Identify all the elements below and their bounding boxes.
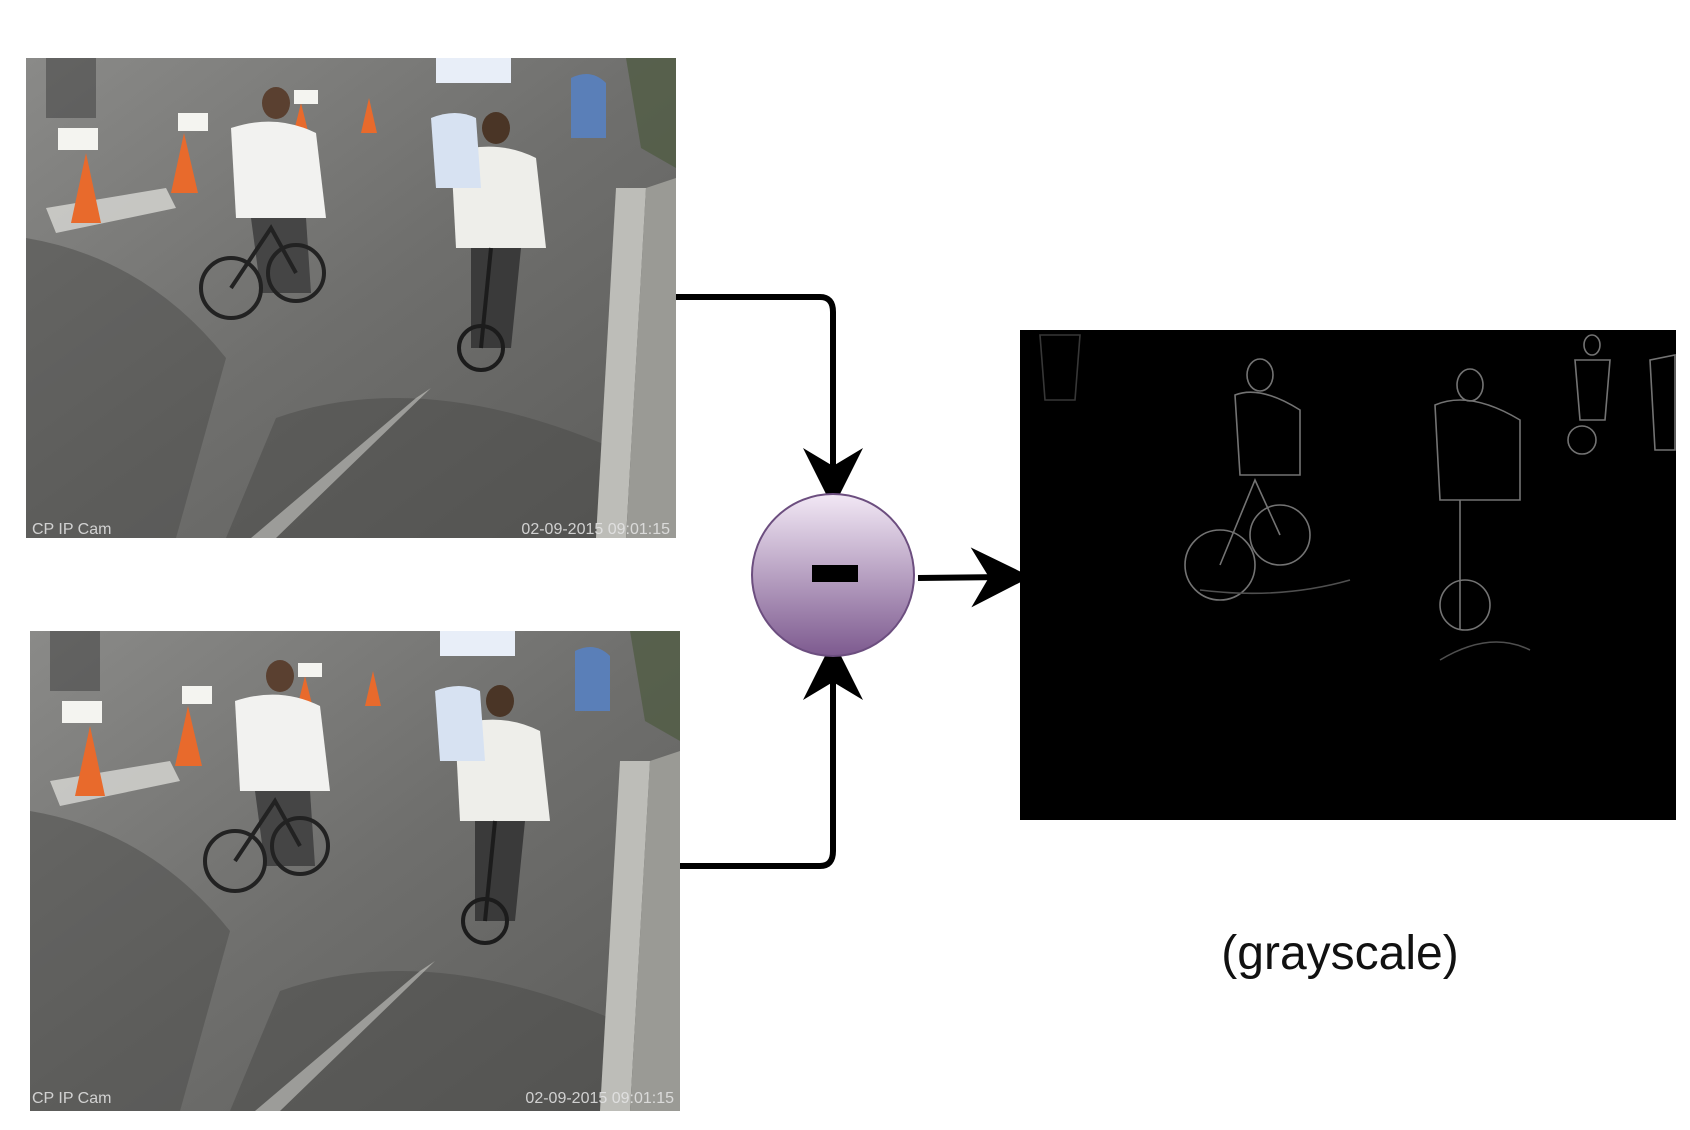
output-difference-image bbox=[1020, 330, 1676, 820]
camera-label: CP IP Cam bbox=[32, 521, 111, 538]
input-frame-bottom: CP IP Cam 02-09-2015 09:01:15 bbox=[28, 629, 682, 1113]
connector-top bbox=[676, 294, 863, 508]
minus-icon bbox=[812, 565, 858, 582]
connector-output bbox=[917, 547, 1031, 608]
connector-bottom bbox=[680, 640, 863, 869]
frame-timestamp: 02-09-2015 09:01:15 bbox=[525, 1090, 674, 1107]
camera-label: CP IP Cam bbox=[32, 1090, 111, 1107]
output-caption: (grayscale) bbox=[1221, 927, 1459, 980]
subtract-operator bbox=[751, 493, 915, 657]
frame-timestamp: 02-09-2015 09:01:15 bbox=[521, 521, 670, 538]
input-frame-top: CP IP Cam 02-09-2015 09:01:15 bbox=[24, 56, 678, 540]
